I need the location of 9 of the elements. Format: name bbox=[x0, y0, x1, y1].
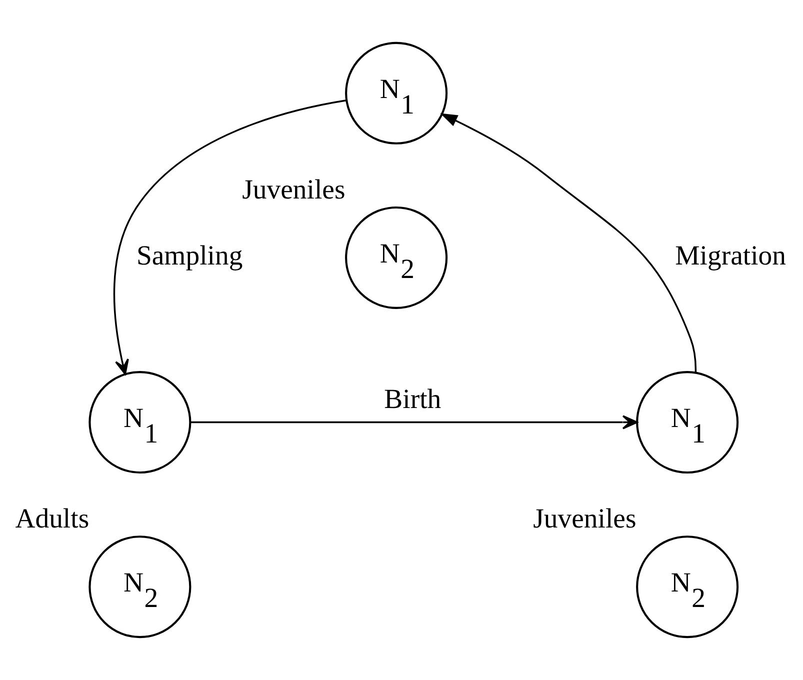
arrow bbox=[440, 113, 697, 372]
arrow bbox=[190, 415, 638, 430]
edge-label: Birth bbox=[384, 383, 442, 414]
edge-label: Sampling bbox=[136, 239, 243, 270]
edge-label: Migration bbox=[675, 239, 786, 270]
node-label: Adults bbox=[15, 502, 90, 534]
node-label: Juveniles bbox=[533, 502, 636, 534]
node-label: Juveniles bbox=[242, 173, 346, 204]
arrow bbox=[113, 100, 346, 375]
